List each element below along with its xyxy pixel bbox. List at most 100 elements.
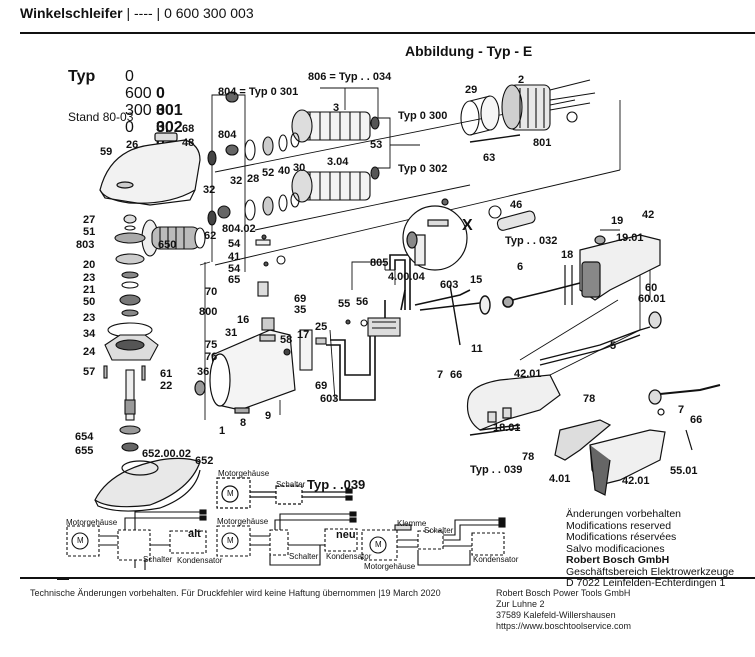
callout: Typ 0 300 [398, 110, 448, 122]
callout: 20 [83, 259, 96, 271]
callout: 21 [83, 284, 96, 296]
typ-number: 0 600 300 0 [125, 68, 152, 136]
callout: 60.01 [638, 293, 666, 305]
callout: 2 [518, 74, 525, 86]
footer-disclaimer: Technische Änderungen vorbehalten. Für D… [30, 588, 441, 598]
footer-address: Robert Bosch Power Tools GmbH Zur Luhne … [496, 588, 631, 632]
callout: 51 [83, 226, 96, 238]
bearings [207, 91, 300, 226]
callout: 603 [320, 393, 339, 405]
callout: 75 [205, 339, 218, 351]
callout: Typ 0 302 [398, 163, 448, 175]
callout: 7 [437, 369, 444, 381]
field-coil [501, 79, 596, 131]
callout: 655 [75, 445, 94, 457]
armature-upper [291, 109, 380, 143]
callout: 36 [197, 366, 210, 378]
callout: 25 [315, 321, 328, 333]
note-division: Geschäftsbereich Elektrowerkzeuge [566, 565, 735, 578]
screw-63 [469, 134, 521, 143]
wiring-new-label: neu [336, 529, 356, 541]
callout: 7 [678, 404, 685, 416]
callout: 19.01 [616, 232, 644, 244]
callout: 78 [522, 451, 535, 463]
motor-symbol: M [227, 489, 234, 498]
wiring-switch-label: Schalter [143, 555, 173, 564]
callout: 65 [228, 274, 241, 286]
wiring-capacitor-label: Kondensator [177, 556, 223, 565]
callout: 66 [690, 414, 703, 426]
bracket-603 [419, 284, 491, 346]
callout: 29 [465, 84, 478, 96]
callout: Typ . . 032 [505, 235, 558, 247]
callout: 650 [158, 239, 177, 251]
callout: 654 [75, 431, 94, 443]
callout: 55.01 [670, 465, 698, 477]
wiring-clamp-label: Klemme [397, 519, 427, 528]
callout: 30 [293, 162, 306, 174]
typ-prefix: Typ [68, 68, 96, 85]
wiring-motor-housing-label: Motorgehäuse [217, 517, 269, 526]
callout: 55 [338, 298, 351, 310]
callout: 8 [240, 417, 247, 429]
wiring-diagram-alt [66, 509, 207, 570]
gear-housing [99, 132, 201, 206]
callout: 803 [76, 239, 95, 251]
callout: 31 [225, 327, 238, 339]
wiring-motor-housing-label: Motorgehäuse [218, 469, 270, 478]
callout: 58 [280, 334, 293, 346]
callout: 22 [160, 380, 173, 392]
callout: 805 [370, 257, 389, 269]
handle-assembly-039 [466, 374, 721, 496]
variant: ---- [134, 5, 153, 21]
part-46 [488, 205, 536, 231]
footer-company: Robert Bosch Power Tools GmbH [496, 588, 631, 598]
note-line: Modifications reserved [566, 519, 672, 532]
rear-handle [564, 234, 661, 305]
callout: 800 [199, 306, 218, 318]
footer-divider [20, 577, 755, 579]
wiring-capacitor-label: Kondensator [473, 555, 519, 564]
callout: 48 [182, 137, 195, 149]
motor-symbol: M [227, 536, 234, 545]
callout: 23 [83, 272, 96, 284]
callout: 801 [533, 137, 552, 149]
callout: 78 [583, 393, 596, 405]
note-line: Salvo modificaciones [566, 542, 665, 555]
callout: 4.01 [549, 473, 571, 485]
callout: 23 [83, 312, 96, 324]
main-switch [345, 289, 406, 337]
wiring-diagram-039 [216, 477, 353, 509]
callout: 6 [517, 261, 524, 273]
header-separator: | [152, 5, 165, 21]
footer-tick [57, 579, 69, 580]
wiring-switch-label: Schalter [276, 480, 306, 489]
footer-url[interactable]: https://www.boschtoolservice.com [496, 621, 632, 631]
header-separator: | [122, 5, 135, 21]
cable-6 [502, 282, 581, 308]
wiring-old-label: alt [188, 528, 201, 540]
callout: 806 = Typ . . 034 [308, 71, 392, 83]
callout: 15 [470, 274, 483, 286]
callout: 69 [315, 380, 328, 392]
callout: 54 [228, 238, 241, 250]
product-name: Winkelschleifer [20, 5, 123, 21]
callout: 17 [297, 329, 310, 341]
callout: 76 [205, 351, 218, 363]
callout: 32 [230, 175, 243, 187]
callout: 54 [228, 263, 241, 275]
header-divider [20, 32, 755, 34]
footer-street: Zur Luhne 2 [496, 599, 545, 609]
wiring-capacitor-label: Kondensator [326, 552, 372, 561]
callout: 63 [483, 152, 496, 164]
callout: 5 [610, 340, 617, 352]
wiring-switch-label: Schalter [424, 526, 454, 535]
document-header: Winkelschleifer | ---- | 0 600 300 003 [20, 5, 254, 21]
motor-housing [194, 329, 296, 414]
note-company: Robert Bosch GmbH [566, 554, 670, 566]
wiring-diagram-klemme [361, 517, 506, 566]
wiring-motor-housing-label: Motorgehäuse [66, 518, 118, 527]
callout: 66 [450, 369, 463, 381]
callout: Typ . . 039 [470, 464, 523, 476]
callout: 3.04 [327, 156, 349, 168]
